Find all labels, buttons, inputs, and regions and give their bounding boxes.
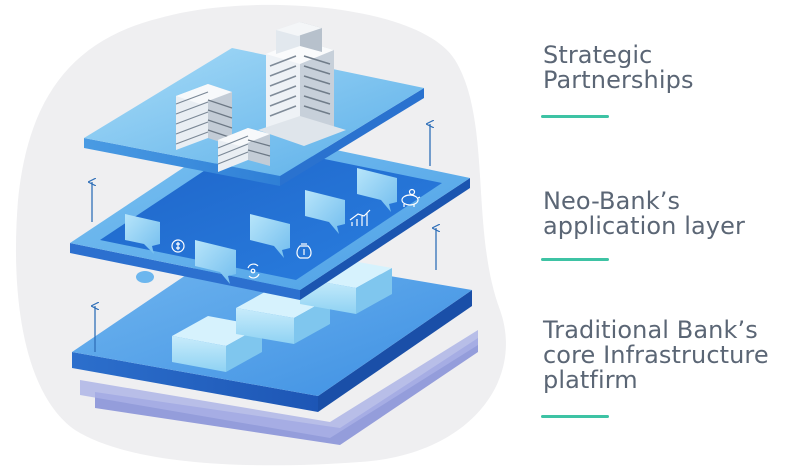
layer-label-text: Strategic Partnerships — [543, 41, 694, 94]
layer-label-text: Traditional Bank’s core Infrastructure p… — [543, 316, 769, 394]
chat-bubble-icon — [195, 240, 236, 284]
chat-bubble-icon — [250, 214, 290, 258]
layer-shadow — [95, 338, 478, 445]
dollar-coin-icon — [171, 239, 185, 253]
chat-bubble-icon — [305, 190, 345, 234]
tablet-screen — [100, 143, 442, 280]
exchange-icon — [247, 263, 260, 279]
layer-label-strategic-partnerships: Strategic Partnerships — [541, 41, 811, 118]
application-layer — [70, 130, 470, 300]
money-bag-icon — [296, 243, 312, 259]
tablet-home-button — [136, 271, 154, 283]
layer-label-application-layer: Neo-Bank’s application layer — [541, 187, 811, 261]
office-building-icon — [175, 84, 233, 150]
label-underline — [541, 415, 609, 418]
chat-bubble-icon — [357, 168, 397, 212]
chat-bubble-icon — [125, 214, 160, 254]
office-building-icon — [258, 22, 346, 146]
label-underline — [541, 115, 609, 118]
strategic-partnerships-layer — [84, 22, 424, 186]
core-infrastructure-layer — [72, 248, 478, 445]
partner-platform-slab — [84, 48, 424, 176]
layer-label-core-infrastructure: Traditional Bank’s core Infrastructure p… — [541, 316, 811, 418]
office-building-icon — [217, 128, 271, 172]
piggy-bank-icon — [401, 188, 421, 207]
label-underline — [541, 258, 609, 261]
bar-chart-icon — [349, 209, 371, 226]
layer-label-text: Neo-Bank’s application layer — [543, 187, 745, 240]
core-block — [236, 288, 330, 344]
